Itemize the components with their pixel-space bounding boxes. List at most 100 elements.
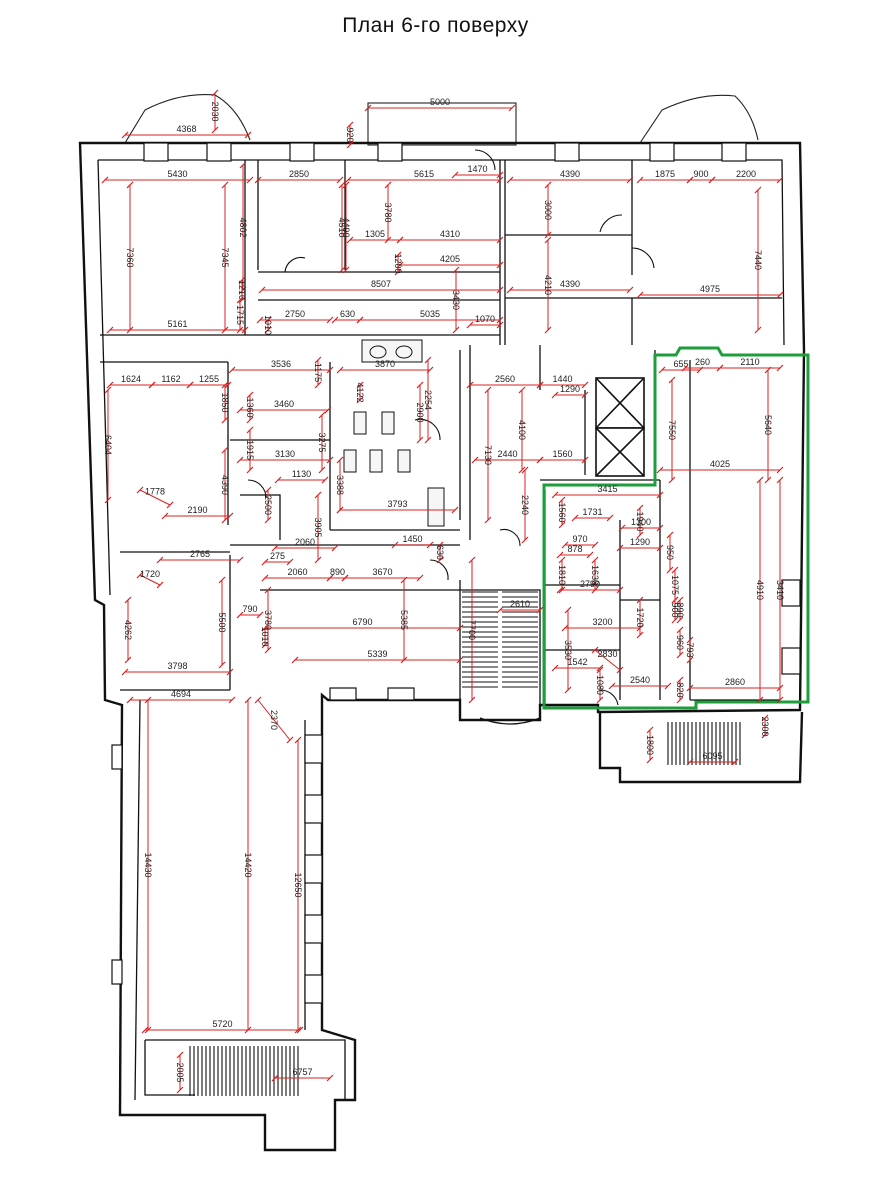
- dimension-tick: [436, 541, 444, 549]
- dimension-tick: [336, 366, 344, 374]
- dimension-tick: [452, 326, 460, 334]
- dimension-tick: [236, 456, 244, 464]
- dimension-tick: [239, 286, 247, 294]
- dimension-label: 4390: [560, 279, 580, 289]
- dimension-label: 2110: [740, 357, 759, 367]
- dimension-label: 6757: [292, 1067, 312, 1077]
- dimension-tick: [616, 666, 624, 674]
- dimension-tick: [636, 531, 644, 539]
- dimension-tick: [218, 576, 226, 584]
- dimension-line: [139, 489, 171, 506]
- dimension-label: 3200: [592, 617, 612, 627]
- dimension-tick: [236, 326, 244, 334]
- dimension-label: 260: [695, 357, 710, 367]
- dimension-tick: [608, 682, 616, 690]
- toilet: [397, 449, 411, 473]
- dimension-label: 7360: [125, 247, 135, 267]
- dimension-tick: [356, 381, 364, 389]
- dimension-tick: [264, 516, 272, 524]
- dimension-label: 5430: [167, 169, 187, 179]
- dimension-label: 7130: [483, 445, 493, 465]
- dimension-tick: [291, 656, 299, 664]
- dimension-label: 1542: [567, 657, 587, 667]
- dimension-tick: [314, 491, 322, 499]
- sink: [395, 345, 413, 359]
- toilet: [369, 449, 383, 473]
- dimension-label: 1560: [557, 502, 567, 522]
- dimension-label: 3460: [274, 399, 294, 409]
- dimension-label: 1010: [263, 315, 273, 335]
- dimension-label: 1715: [235, 305, 245, 325]
- dimension-label: 1070: [475, 314, 495, 324]
- dimension-label: 3793: [387, 499, 407, 509]
- dimension-tick: [666, 531, 674, 539]
- window: [721, 142, 747, 162]
- dimension-tick: [264, 326, 272, 334]
- dimension-line: [594, 649, 621, 671]
- dimension-label: 1290: [630, 537, 650, 547]
- dimension-tick: [326, 366, 334, 374]
- dimension-tick: [544, 181, 552, 189]
- dimension-tick: [558, 521, 566, 529]
- dimension-tick: [244, 696, 252, 704]
- dimension-tick: [341, 574, 349, 582]
- dimension-label: 2500: [263, 495, 273, 515]
- dimension-tick: [336, 176, 344, 184]
- dimension-tick: [274, 476, 282, 484]
- dimension-tick: [271, 544, 279, 552]
- dimension-tick: [551, 491, 559, 499]
- dimension-label: 4368: [176, 124, 196, 134]
- dimension-tick: [571, 514, 579, 522]
- door: [631, 247, 655, 269]
- dimension-label: 920: [345, 127, 355, 142]
- dimension-tick: [121, 131, 129, 139]
- dimension-label: 1800: [645, 735, 655, 755]
- dimension-tick: [506, 286, 514, 294]
- dimension-label: 1200: [393, 253, 403, 273]
- dimension-tick: [326, 574, 334, 582]
- dimension-tick: [471, 456, 479, 464]
- dimension-tick: [656, 544, 664, 552]
- dimension-tick: [124, 656, 132, 664]
- dimension-tick: [271, 1074, 279, 1082]
- dimension-tick: [668, 476, 676, 484]
- door: [599, 214, 623, 233]
- dimension-tick: [606, 514, 614, 522]
- door: [599, 689, 619, 706]
- window: [111, 744, 123, 770]
- dimension-tick: [400, 576, 408, 584]
- dimension-label: 5035: [420, 309, 440, 319]
- dimension-label: 3000: [543, 200, 553, 220]
- dimension-label: 1720: [635, 607, 645, 627]
- dimension-tick: [536, 456, 544, 464]
- dimension-label: 4975: [700, 284, 720, 294]
- dimension-tick: [126, 181, 134, 189]
- dimension-label: 14430: [143, 852, 153, 877]
- dimension-tick: [556, 551, 564, 559]
- dimension-label: 5500: [217, 612, 227, 632]
- dimension-tick: [671, 596, 679, 604]
- dimension-label: 1305: [365, 229, 385, 239]
- dimension-tick: [671, 566, 679, 574]
- lift-cross: [595, 377, 645, 429]
- dimension-tick: [426, 541, 434, 549]
- dimension-tick: [581, 391, 589, 399]
- dimension-label: 6095: [702, 751, 722, 761]
- dimension-label: 2540: [630, 675, 650, 685]
- dimension-label: 3388: [335, 475, 345, 495]
- outer-wall: [78, 141, 806, 1152]
- dimension-label: 1630: [590, 565, 600, 585]
- dimension-label: 3780: [383, 202, 393, 222]
- dimension-label: 1720: [140, 569, 160, 579]
- dimension-tick: [484, 516, 492, 524]
- dimension-tick: [756, 696, 764, 704]
- dimension-label: 1300: [631, 517, 651, 527]
- dimension-label: 4205: [440, 254, 460, 264]
- dimension-tick: [646, 726, 654, 734]
- dimension-label: 2200: [736, 169, 756, 179]
- dimension-tick: [716, 364, 724, 372]
- dimension-tick: [296, 1026, 304, 1034]
- dimension-label: 890: [675, 602, 685, 617]
- dimension-tick: [221, 416, 229, 424]
